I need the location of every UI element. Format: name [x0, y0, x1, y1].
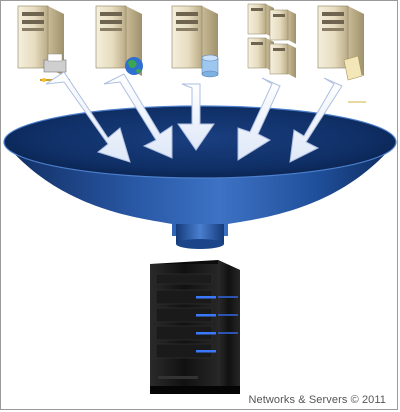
flow-arrow-5	[289, 77, 343, 163]
flow-arrow-4	[237, 77, 281, 161]
source-server-print	[17, 5, 70, 82]
globe-icon	[125, 57, 143, 75]
flow-arrow-3	[177, 83, 215, 151]
source-server-database	[171, 5, 219, 78]
copyright-caption: Networks & Servers © 2011	[248, 394, 386, 406]
database-icon	[201, 54, 219, 78]
printer-icon	[40, 53, 70, 82]
server-stack-icon	[247, 3, 296, 78]
flow-arrow-2	[103, 73, 173, 159]
consolidated-server	[150, 260, 240, 394]
flow-arrow-1	[45, 71, 131, 163]
source-server-cluster	[247, 3, 296, 78]
source-server-web	[95, 5, 143, 76]
document-icon	[343, 55, 366, 103]
source-server-file	[317, 5, 366, 103]
